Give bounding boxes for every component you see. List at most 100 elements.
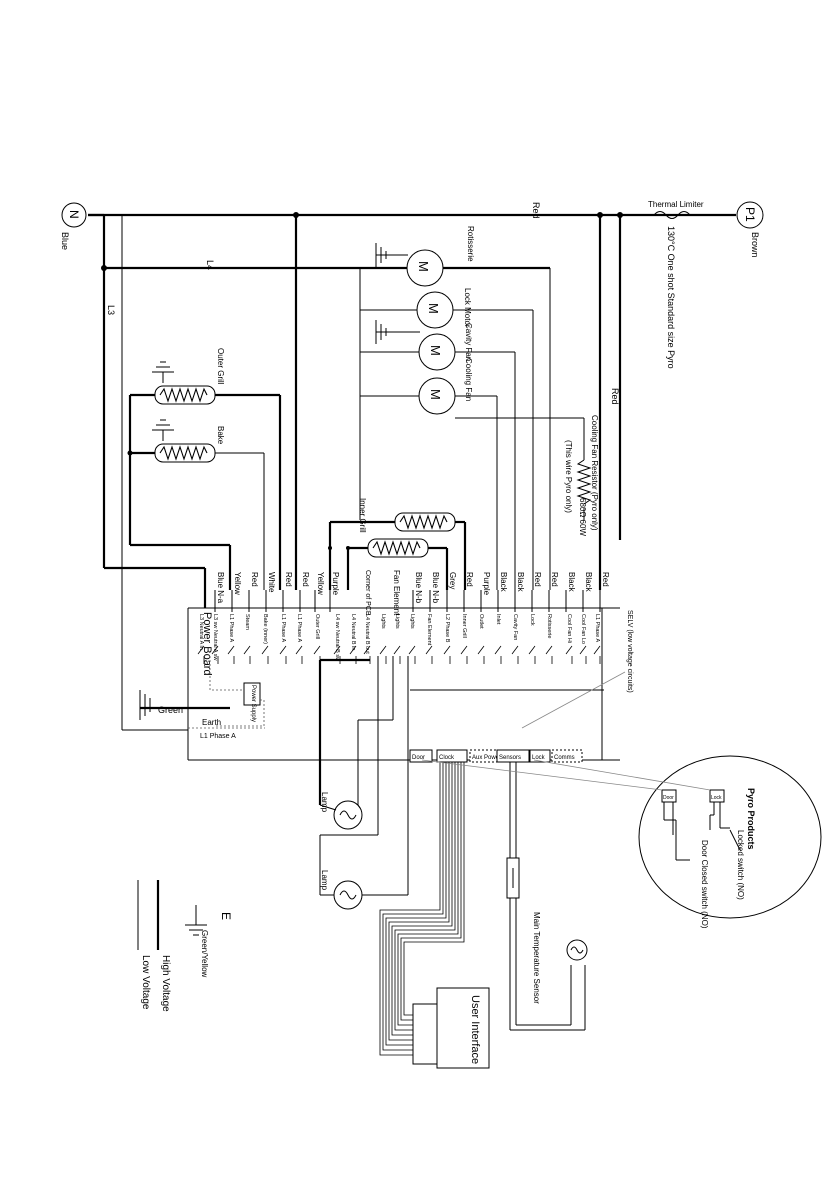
pyro-products-panel: [638, 755, 822, 919]
element-label-fan: Fan Element: [392, 570, 401, 616]
relay-switch: [528, 645, 536, 664]
element-label-bake: Bake: [216, 426, 225, 445]
relay-switch: [477, 645, 485, 664]
cooling-fan-resistor: [576, 459, 592, 505]
relay-label: Outlet: [478, 614, 484, 629]
board-wire-colour: Purple: [331, 572, 340, 596]
relay-switch: [494, 645, 502, 664]
relay-switch: [593, 645, 601, 664]
board-wire-colour: Red: [601, 572, 610, 587]
relay-switch: [211, 645, 219, 664]
board-wire-colour: Blue N-b: [414, 572, 423, 604]
pyro-locked-switch: Locked switch (NO): [736, 830, 745, 900]
ribbon-wire: [394, 762, 456, 1031]
board-wire-colour: White: [267, 572, 276, 593]
motor-label-lock: Lock Motor: [463, 288, 472, 328]
neutral-symbol: N: [67, 210, 81, 219]
motor-cavity-fan: M: [418, 333, 456, 371]
legend-e-symbol: E: [219, 912, 233, 920]
ribbon-wire: [385, 762, 447, 1046]
motor-label-cavity-fan: Cavity Fan: [464, 323, 473, 361]
connector-label: Aux Power: [472, 755, 501, 761]
relay-switch: [243, 645, 251, 664]
relay-switch: [408, 645, 416, 664]
board-wire-colour: Black: [584, 572, 593, 593]
motor-symbol: M: [416, 261, 431, 272]
pyro-door-label: Door: [663, 795, 674, 801]
lamp-label-1: Lamp: [320, 792, 329, 813]
user-interface-label: User Interface: [469, 995, 481, 1064]
thermal-limiter: [653, 211, 691, 219]
relay-label: Lights: [394, 614, 400, 629]
motor-rotisserie: M: [406, 249, 444, 287]
pyro-lock-label: Lock: [711, 795, 722, 801]
board-wire-colour: Red: [250, 572, 259, 587]
power-supply: Power Supply: [243, 682, 261, 722]
connector-label: Comms: [554, 755, 575, 761]
relay-label: Inner Grill: [461, 614, 467, 638]
relay-label: L1 Phase A: [594, 614, 600, 642]
relay-switches: L1 Phase A Cool Fan Lo Cool Fan Hi Rotisser…: [197, 614, 601, 664]
relay-label: Lock: [529, 614, 535, 626]
relay-switch: [379, 645, 387, 664]
connector-label: Sensors: [499, 755, 521, 761]
ribbon-wire: [400, 762, 462, 1021]
relay-label: L1 Phase A: [296, 614, 302, 642]
resistor-label: Cooling Fan Resistor (Pyro only): [590, 415, 599, 531]
motor-label-cooling-fan: Cooling Fan: [464, 358, 473, 401]
board-wire-colour: Red: [550, 572, 559, 587]
motor-symbol: M: [428, 389, 443, 400]
main-red-label: Red: [531, 202, 541, 219]
temperature-sensor: [566, 939, 588, 961]
l3-label: L3: [106, 305, 116, 315]
element-label-outer-grill: Outer Grill: [216, 348, 225, 385]
relay-switch: [565, 645, 573, 664]
connector-label: Door: [412, 755, 425, 761]
board-wire-colour: Black: [499, 572, 508, 593]
resistor-value: 680Ω 60W: [578, 498, 587, 536]
relay-label: Bake (inner): [262, 614, 268, 644]
board-wire-colour: Blue N-b: [431, 572, 440, 604]
legend-high-label: High Voltage: [160, 955, 171, 1012]
connector-lock: [529, 749, 551, 763]
phase-symbol: P1: [743, 207, 757, 222]
relay-switch: [197, 645, 205, 664]
relay-label: Inlet: [495, 614, 501, 625]
relay-label: Cool Fan Lo: [580, 614, 586, 644]
power-supply-label: Power Supply: [250, 685, 256, 722]
relay-switch: [425, 645, 433, 664]
relay-label: L3 sw Neutral A sw: [212, 614, 218, 660]
ribbon-wire: [391, 762, 453, 1036]
board-wire-colour: Black: [567, 572, 576, 593]
motor-label-rotisserie: Rotisserie: [466, 226, 475, 262]
relay-label: Lights: [380, 614, 386, 629]
relay-label: L2 Phase B: [444, 614, 450, 643]
relay-switch: [279, 645, 287, 664]
corner-note: Corner of PCB: [364, 570, 371, 616]
board-wire-colour: Grey: [448, 572, 457, 589]
neutral-terminal: N: [61, 202, 87, 228]
board-wire-colour: Blue N-a: [216, 572, 225, 604]
phase-terminal: P1: [736, 201, 764, 229]
sensor-label: Main Temperature Sensor: [532, 912, 541, 1004]
relay-switch: [261, 645, 269, 664]
board-columns: RedBlackBlackRedRedBlackBlackPurpleRedGr…: [214, 572, 610, 612]
pyro-title: Pyro Products: [746, 788, 756, 850]
relay-label: L3 Neutral A in: [198, 614, 204, 650]
relay-label: Fan Element: [426, 614, 432, 646]
relay-label: Rotisserie: [546, 614, 552, 638]
relay-switch: [545, 645, 553, 664]
relay-label: Lights: [409, 614, 415, 629]
relay-switch: [460, 645, 468, 664]
connector-label: Lock: [532, 755, 546, 761]
relay-label: Cool Fan Hi: [566, 614, 572, 643]
board-wire-colour: Yellow: [233, 572, 242, 595]
relay-label: L1 Phase A: [280, 614, 286, 642]
element-inner-grill: [330, 512, 467, 590]
ribbon-wire: [397, 762, 459, 1026]
neutral-colour-label: Blue: [60, 232, 70, 250]
ribbon-cable: [379, 762, 465, 1056]
right-red-label: Red: [610, 388, 620, 405]
board-wire-colour: Black: [516, 572, 525, 593]
